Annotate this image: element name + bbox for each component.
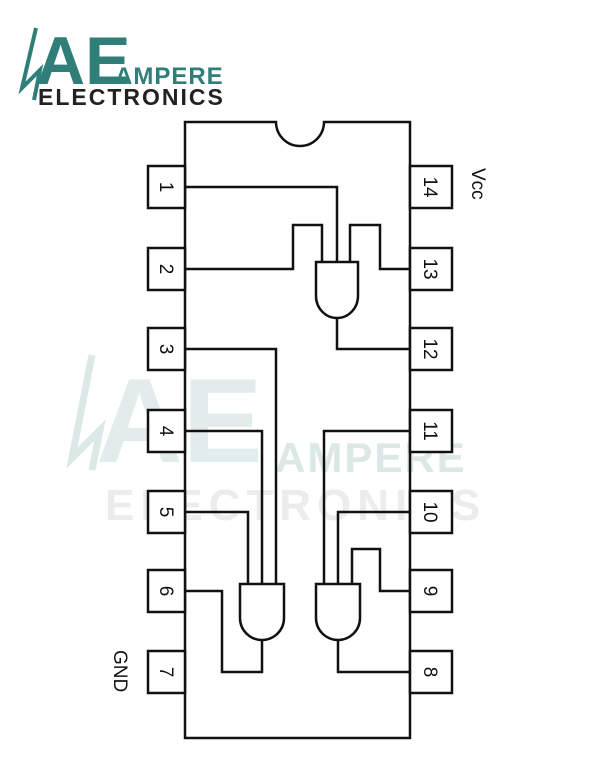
and-gate-1: [314, 260, 360, 320]
and-gates: [238, 260, 362, 642]
pin-1-label: 1: [155, 182, 176, 193]
chip-body: [183, 120, 412, 740]
wire-pin1: [185, 185, 339, 262]
wire-pin10: [336, 510, 410, 584]
pin-8-box: [408, 649, 454, 695]
and-gate-2: [238, 582, 286, 642]
vcc-label: Vcc: [467, 168, 488, 200]
pin-9-label: 9: [419, 586, 440, 597]
pin-14-box: [408, 164, 454, 210]
pin-11-label: 11: [419, 421, 440, 441]
and-gate-3: [314, 582, 362, 642]
pin-4-box: [146, 408, 187, 454]
wire-pin13: [348, 223, 410, 271]
wire-pin5: [185, 510, 250, 584]
wire-pin9: [350, 547, 410, 593]
pin-2-box: [146, 246, 187, 292]
pin-11-box: [408, 408, 454, 454]
watermark-lightning-icon: [66, 354, 106, 471]
pin-12-label: 12: [419, 338, 440, 359]
pin-13-box: [408, 246, 454, 292]
wire-gate1-out: [335, 318, 410, 351]
pin-6-label: 6: [155, 586, 176, 597]
gnd-label: GND: [109, 650, 130, 692]
pin-7-box: [146, 649, 187, 695]
logo-lightning-icon: [18, 27, 44, 101]
pin-8-label: 8: [419, 667, 440, 678]
pin-5-label: 5: [155, 507, 176, 518]
pin-3-label: 3: [155, 344, 176, 355]
logo-line1: AMPERE: [115, 63, 224, 90]
logo-mark: AE: [36, 23, 130, 99]
logo: AE AMPERE ELECTRONICS: [18, 23, 225, 110]
pin-7-label: 7: [155, 667, 176, 678]
wire-pin2: [185, 223, 324, 271]
pin-13-label: 13: [419, 258, 440, 279]
pin-4-label: 4: [155, 426, 176, 437]
pin-2-label: 2: [155, 264, 176, 275]
wire-gate3-out: [336, 640, 410, 674]
logo-line2: ELECTRONICS: [38, 84, 225, 110]
pin-10-label: 10: [419, 501, 440, 522]
right-pins: 14 13 12 11 10 9 8: [408, 164, 454, 695]
wire-pin4: [185, 429, 264, 584]
wire-pin3: [185, 347, 278, 584]
wire-pin11: [322, 429, 410, 584]
pin-14-label: 14: [419, 176, 440, 198]
internal-wiring: [185, 185, 410, 674]
left-pins: 1 2 3 4 5 6 7: [146, 164, 187, 695]
wire-gate2-out: [185, 589, 264, 674]
